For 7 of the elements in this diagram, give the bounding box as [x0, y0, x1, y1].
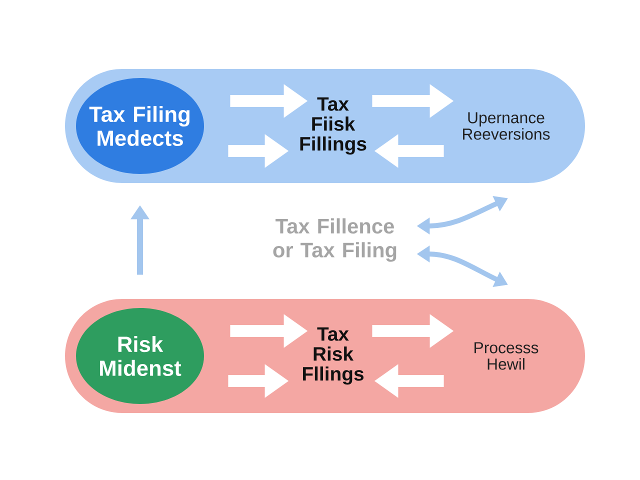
oval-node: Risk Midenst	[76, 308, 204, 404]
oval-node: Tax Filing Medects	[76, 78, 204, 174]
node-label: Tax Fiisk Fillings	[300, 97, 366, 155]
node-label: Upernance Reeversions	[463, 112, 550, 140]
node-label: Tax Risk Fllings	[303, 327, 364, 385]
node-label: Processs Hewil	[474, 342, 538, 370]
node-label: Tax Fillence or Tax Filing	[273, 218, 396, 262]
